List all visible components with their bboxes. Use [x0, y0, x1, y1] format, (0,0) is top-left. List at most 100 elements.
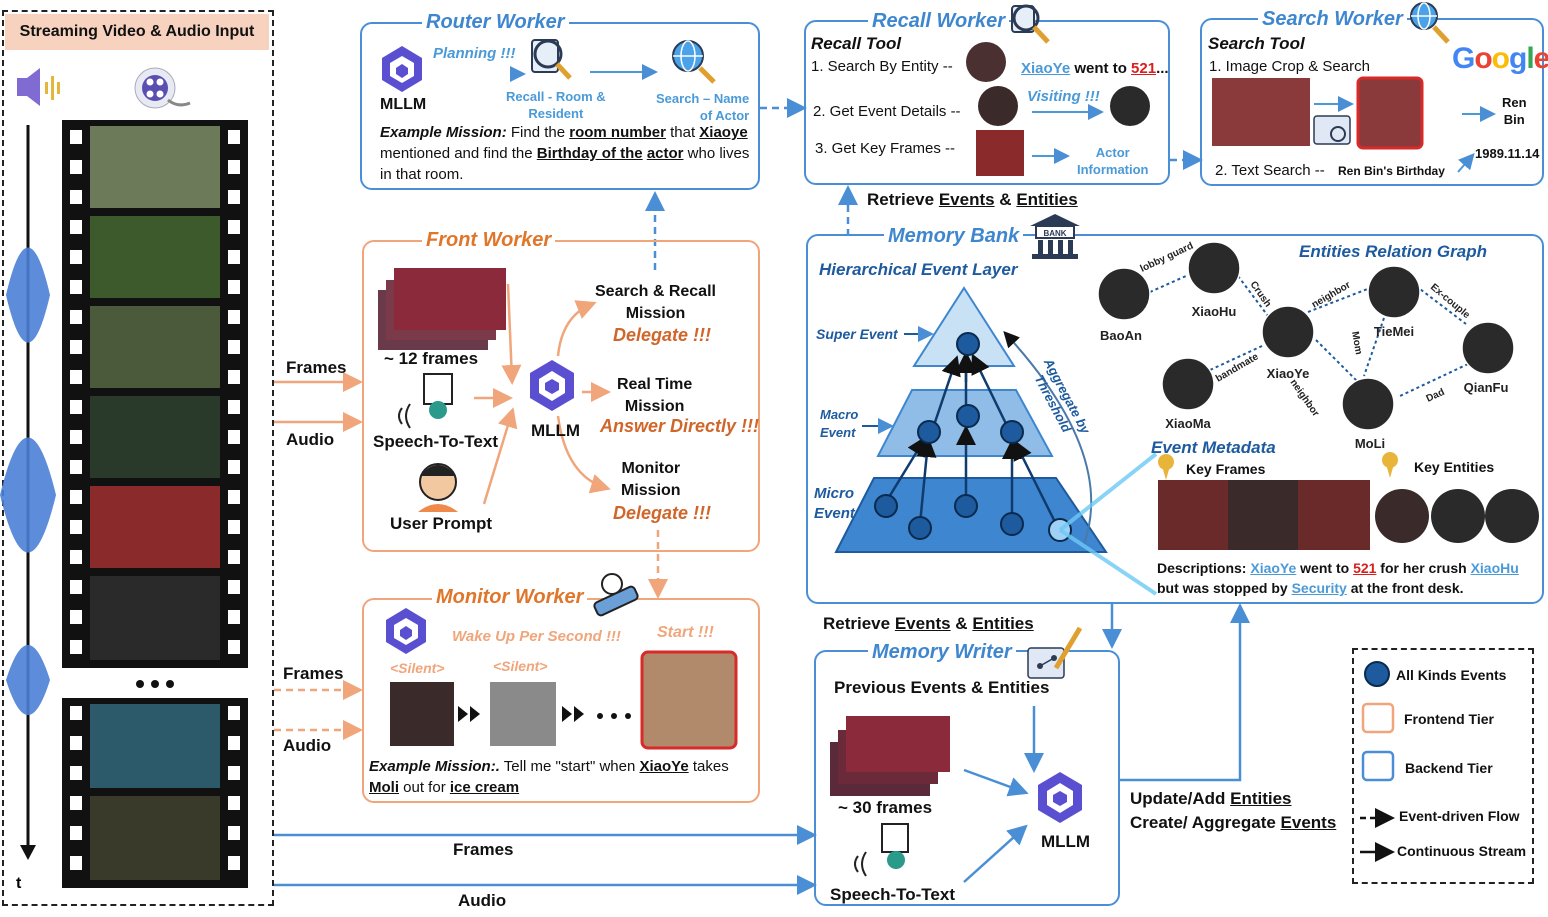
svg-text:BANK: BANK	[1043, 229, 1066, 238]
router-example-mission: Example Mission: Find the room number th…	[380, 124, 750, 183]
speech-to-text-icon	[398, 373, 453, 429]
writer-update-label: Update/Add Entities	[1130, 789, 1292, 808]
arrow-label-audio-2: Audio	[283, 736, 332, 755]
search-step-1: 1. Image Crop & Search	[1209, 58, 1370, 75]
monitor-silent-1: <Silent>	[390, 660, 445, 676]
double-chevron-icon	[458, 706, 631, 722]
speaker-icon	[17, 68, 60, 106]
monitor-worker-title: Monitor Worker	[432, 586, 588, 609]
search-date: 1989.11.14	[1475, 146, 1540, 161]
recall-step-3: 3. Get Key Frames --	[815, 140, 956, 157]
svg-text:neighbor: neighbor	[1310, 280, 1353, 311]
memory-bank-box	[806, 234, 1544, 604]
memory-writer-title: Memory Writer	[868, 641, 1016, 664]
search-step-2: 2. Text Search --	[1215, 162, 1325, 179]
search-tool-title: Search Tool	[1208, 34, 1305, 53]
svg-text:Ex-couple: Ex-couple	[1428, 282, 1472, 321]
search-worker-title: Search Worker	[1258, 8, 1407, 31]
front-frames-label: ~ 12 frames	[384, 349, 479, 368]
mllm-logo-icon	[386, 608, 426, 654]
router-search-label: Search – Name of Actor	[656, 91, 750, 123]
svg-text:BaoAn: BaoAn	[1100, 328, 1142, 343]
front-stt-label: Speech-To-Text	[373, 432, 498, 451]
pin-icon	[1382, 452, 1398, 478]
monitor-start-label: Start !!!	[657, 624, 714, 641]
entity-graph: lobby guard Crush neighbor Ex-couple Mom…	[1097, 241, 1515, 451]
legend-event-flow: Event-driven Flow	[1399, 808, 1520, 824]
event-description: Descriptions: XiaoYe went to 521 for her…	[1157, 560, 1519, 596]
writer-create-label: Create/ Aggregate Events	[1130, 813, 1337, 832]
speech-to-text-icon	[854, 823, 909, 877]
writer-frames-label: ~ 30 frames	[838, 798, 933, 817]
svg-text:XiaoYe: XiaoYe	[1267, 366, 1310, 381]
event-pyramid	[834, 286, 1158, 596]
search-graphics	[1212, 2, 1496, 173]
svg-text:XiaoHu: XiaoHu	[1192, 304, 1237, 319]
svg-text:t: t	[16, 875, 22, 892]
user-avatar-icon	[418, 463, 458, 512]
svg-text:bandmate: bandmate	[1214, 351, 1261, 384]
svg-text:XiaoMa: XiaoMa	[1165, 416, 1211, 431]
telescope-icon	[593, 573, 639, 617]
router-graphics	[382, 39, 716, 92]
front-worker-box	[362, 240, 760, 552]
svg-text:Mom: Mom	[1349, 331, 1364, 356]
front-worker-title: Front Worker	[422, 229, 556, 252]
writer-prev-label: Previous Events & Entities	[834, 678, 1050, 697]
monitor-graphics	[386, 573, 738, 750]
mllm-logo-icon	[530, 360, 574, 411]
recall-step-1: 1. Search By Entity --	[811, 58, 953, 75]
front-answer-directly: Answer Directly !!!	[600, 416, 760, 436]
front-mllm-label: MLLM	[531, 421, 581, 440]
mllm-logo-icon	[382, 46, 422, 92]
key-frames-label: Key Frames	[1186, 461, 1266, 477]
retrieve-label-bottom: Retrieve Events & Entities	[823, 614, 1034, 633]
globe-search-icon	[1410, 2, 1450, 44]
legend-graphics	[1360, 661, 1395, 862]
writer-graphics	[830, 626, 1083, 883]
recall-worker-title: Recall Worker	[868, 10, 1010, 33]
memory-bank-title: Memory Bank	[884, 225, 1024, 248]
event-metadata-title: Event Metadata	[1151, 438, 1276, 457]
arrow-label-audio-3: Audio	[458, 891, 507, 910]
front-mission-1: Search & Recall Mission	[595, 283, 716, 322]
front-graphics	[378, 268, 611, 512]
svg-text:Dad: Dad	[1425, 387, 1447, 405]
globe-search-icon	[672, 40, 716, 84]
router-worker-title: Router Worker	[422, 11, 569, 34]
mllm-logo-icon	[1038, 772, 1082, 823]
router-recall-label: Recall - Room & Resident	[506, 89, 606, 121]
film-reel-icon	[134, 67, 191, 109]
monitor-example-mission: Example Mission:. Tell me "start" when X…	[369, 758, 729, 796]
recall-graphics	[966, 4, 1150, 176]
super-event-label: Super Event	[816, 326, 898, 342]
recall-tool-title: Recall Tool	[811, 34, 902, 53]
legend-backend: Backend Tier	[1405, 760, 1493, 776]
metadata-graphics	[1158, 452, 1539, 550]
arrow-label-frames-2: Frames	[283, 664, 344, 683]
google-logo: Google	[1452, 42, 1548, 75]
pen-graph-icon	[1027, 626, 1083, 679]
arrow-label-frames-1: Frames	[286, 358, 347, 377]
entities-relation-graph-title: Entities Relation Graph	[1299, 242, 1487, 261]
search-ren-bin: Ren Bin	[1502, 95, 1527, 127]
legend-frontend: Frontend Tier	[1404, 711, 1494, 727]
front-delegate-2: Delegate !!!	[613, 503, 712, 523]
input-graphics: t	[0, 67, 248, 892]
document-search-icon	[1011, 4, 1050, 44]
writer-stt-label: Speech-To-Text	[830, 885, 955, 904]
writer-mllm-label: MLLM	[1041, 832, 1091, 851]
input-panel	[2, 10, 274, 906]
bank-icon: BANK	[1030, 214, 1080, 259]
macro-event-label: Macro Event	[820, 407, 859, 440]
legend-events: All Kinds Events	[1396, 667, 1507, 683]
svg-text:neighbor: neighbor	[1288, 377, 1322, 418]
recall-went-to: XiaoYe went to 521...	[1021, 60, 1169, 77]
recall-actor-info: Actor Information	[1077, 145, 1149, 177]
document-search-icon	[531, 39, 572, 80]
arrow-label-audio-1: Audio	[286, 430, 335, 449]
hierarchical-event-layer-label: Hierarchical Event Layer	[819, 260, 1018, 279]
key-entities-label: Key Entities	[1414, 459, 1495, 475]
input-title: Streaming Video & Audio Input	[5, 14, 269, 50]
